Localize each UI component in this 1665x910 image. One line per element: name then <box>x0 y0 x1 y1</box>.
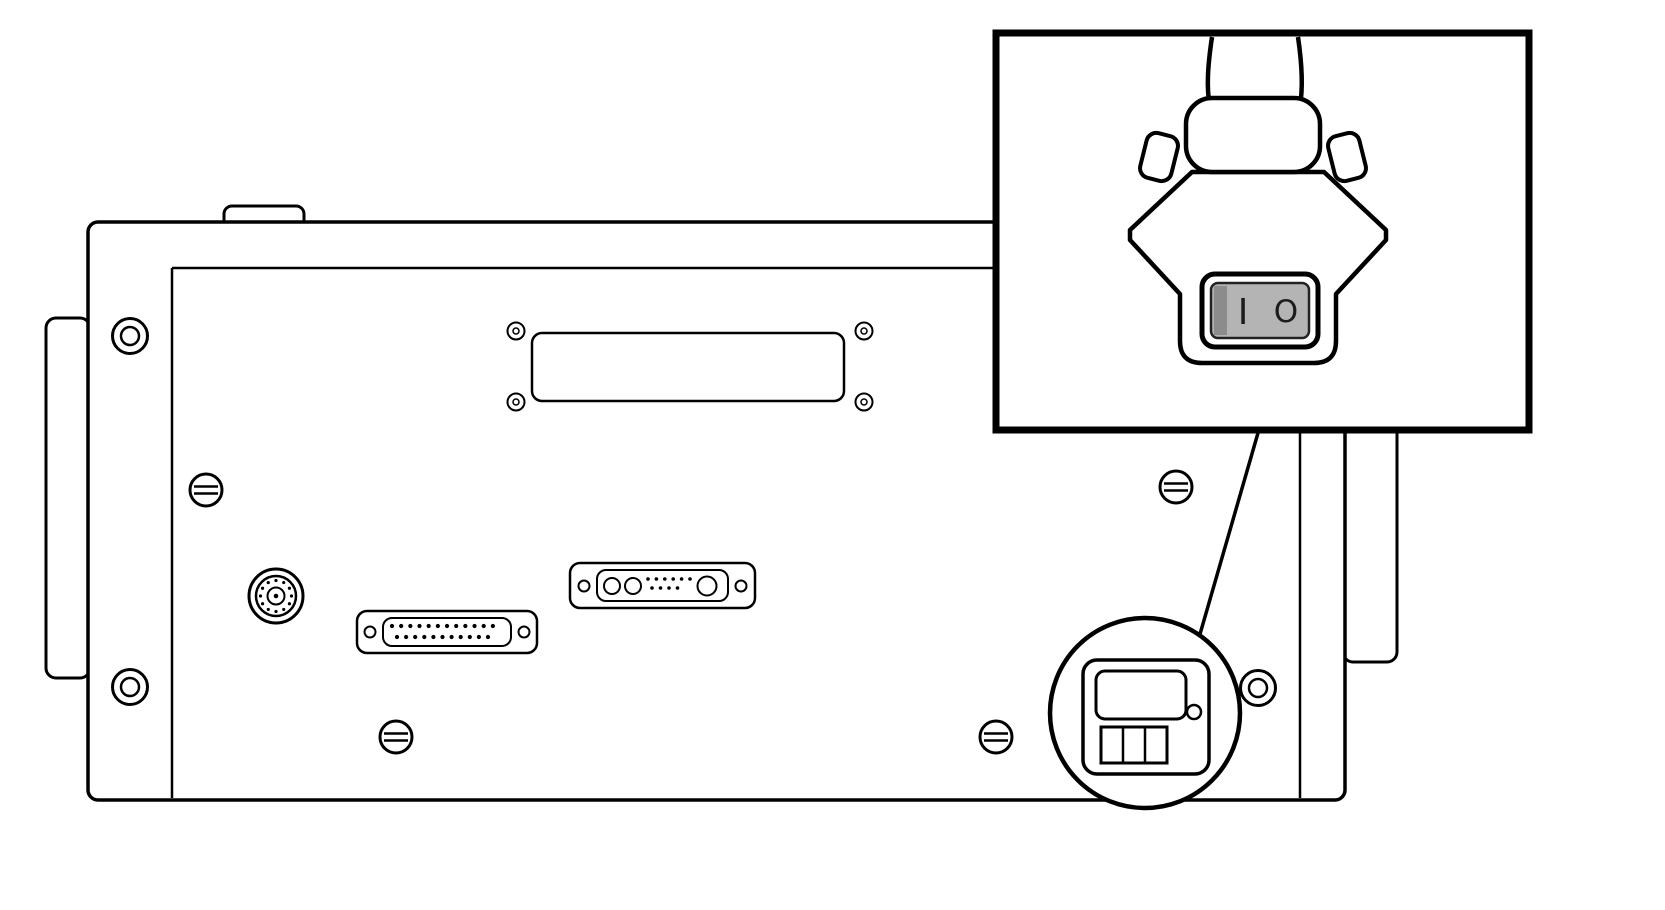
din-pin-ring <box>258 578 294 614</box>
flange-screw-holes <box>111 317 1277 707</box>
plate-screw-outer <box>506 321 526 341</box>
mounting-bracket-left <box>44 316 92 680</box>
flange-hole-bottom-left <box>111 668 149 706</box>
slotted-screw <box>378 719 414 755</box>
dsub-socket <box>603 577 621 595</box>
flange-hole-inner <box>119 325 141 347</box>
plug-latch-tab-left <box>1138 130 1180 184</box>
plate-screw-outer <box>506 392 526 412</box>
slotted-screw <box>1158 469 1194 505</box>
callout-leader-line <box>1194 425 1262 649</box>
plug-strain-relief <box>1183 95 1323 175</box>
plug-body <box>1127 169 1389 366</box>
slotted-screw <box>978 719 1014 755</box>
flange-hole-inner <box>1247 677 1269 699</box>
screw-head <box>188 472 224 508</box>
power-inlet-socket <box>1094 669 1188 721</box>
plate-screw <box>506 321 526 341</box>
plate-screw <box>854 392 874 412</box>
switch-on-marking: I <box>1238 292 1249 333</box>
plate-screw-outer <box>854 321 874 341</box>
cover-plate-outline <box>530 331 846 403</box>
db25-mounting-screw <box>363 625 377 639</box>
din-center-pin <box>273 593 279 599</box>
flange-hole-outer <box>1239 669 1277 707</box>
plate-screw-outer <box>854 392 874 412</box>
power-switch: I O <box>1199 271 1321 350</box>
db25-outline <box>355 609 539 655</box>
screw-head <box>978 719 1014 755</box>
dsub-socket <box>624 577 642 595</box>
power-inlet-latch-hole <box>1185 703 1203 721</box>
power-inlet-module <box>1047 615 1243 811</box>
rocker-pressed-shade <box>1214 286 1227 335</box>
power-inlet-body <box>1081 658 1211 776</box>
flange-hole-outer <box>111 668 149 706</box>
flange-hole-inner <box>119 676 141 698</box>
slotted-screw <box>188 472 224 508</box>
mounting-bracket-left-shape <box>44 316 92 680</box>
flange-hole-bottom-right <box>1239 669 1277 707</box>
flange-hole-outer <box>111 317 149 355</box>
din-inner-ring <box>266 586 286 606</box>
dsub-outline <box>568 561 757 610</box>
din-connector <box>247 567 305 625</box>
din-mid-ring <box>254 574 298 618</box>
slotted-screws <box>188 469 1194 755</box>
plate-screw <box>506 392 526 412</box>
switch-off-marking: O <box>1274 294 1298 330</box>
plate-screw-inner <box>860 398 868 406</box>
plate-screw <box>854 321 874 341</box>
screw-head <box>1158 469 1194 505</box>
db25-mounting-screw <box>517 625 531 639</box>
screw-head <box>378 719 414 755</box>
power-switch-rocker <box>1209 281 1311 340</box>
plug-latch-tab-right <box>1326 130 1368 184</box>
blank-cover-plate <box>506 321 874 412</box>
db25-connector <box>355 609 539 655</box>
dsub-combo-connector <box>568 561 757 610</box>
din-outer-ring <box>247 567 305 625</box>
fuse-drawer <box>1099 725 1169 765</box>
dsub-mounting-screw <box>734 579 748 593</box>
db25-shell <box>382 617 512 647</box>
dsub-mounting-screw <box>577 579 591 593</box>
plate-screw-inner <box>512 327 520 335</box>
plate-screw-inner <box>512 398 520 406</box>
dsub-socket-large <box>696 575 718 597</box>
dsub-shell <box>596 569 729 602</box>
plate-screw-inner <box>860 327 868 335</box>
flange-hole-top-left <box>111 317 149 355</box>
callout-inset: I O <box>992 29 1533 434</box>
